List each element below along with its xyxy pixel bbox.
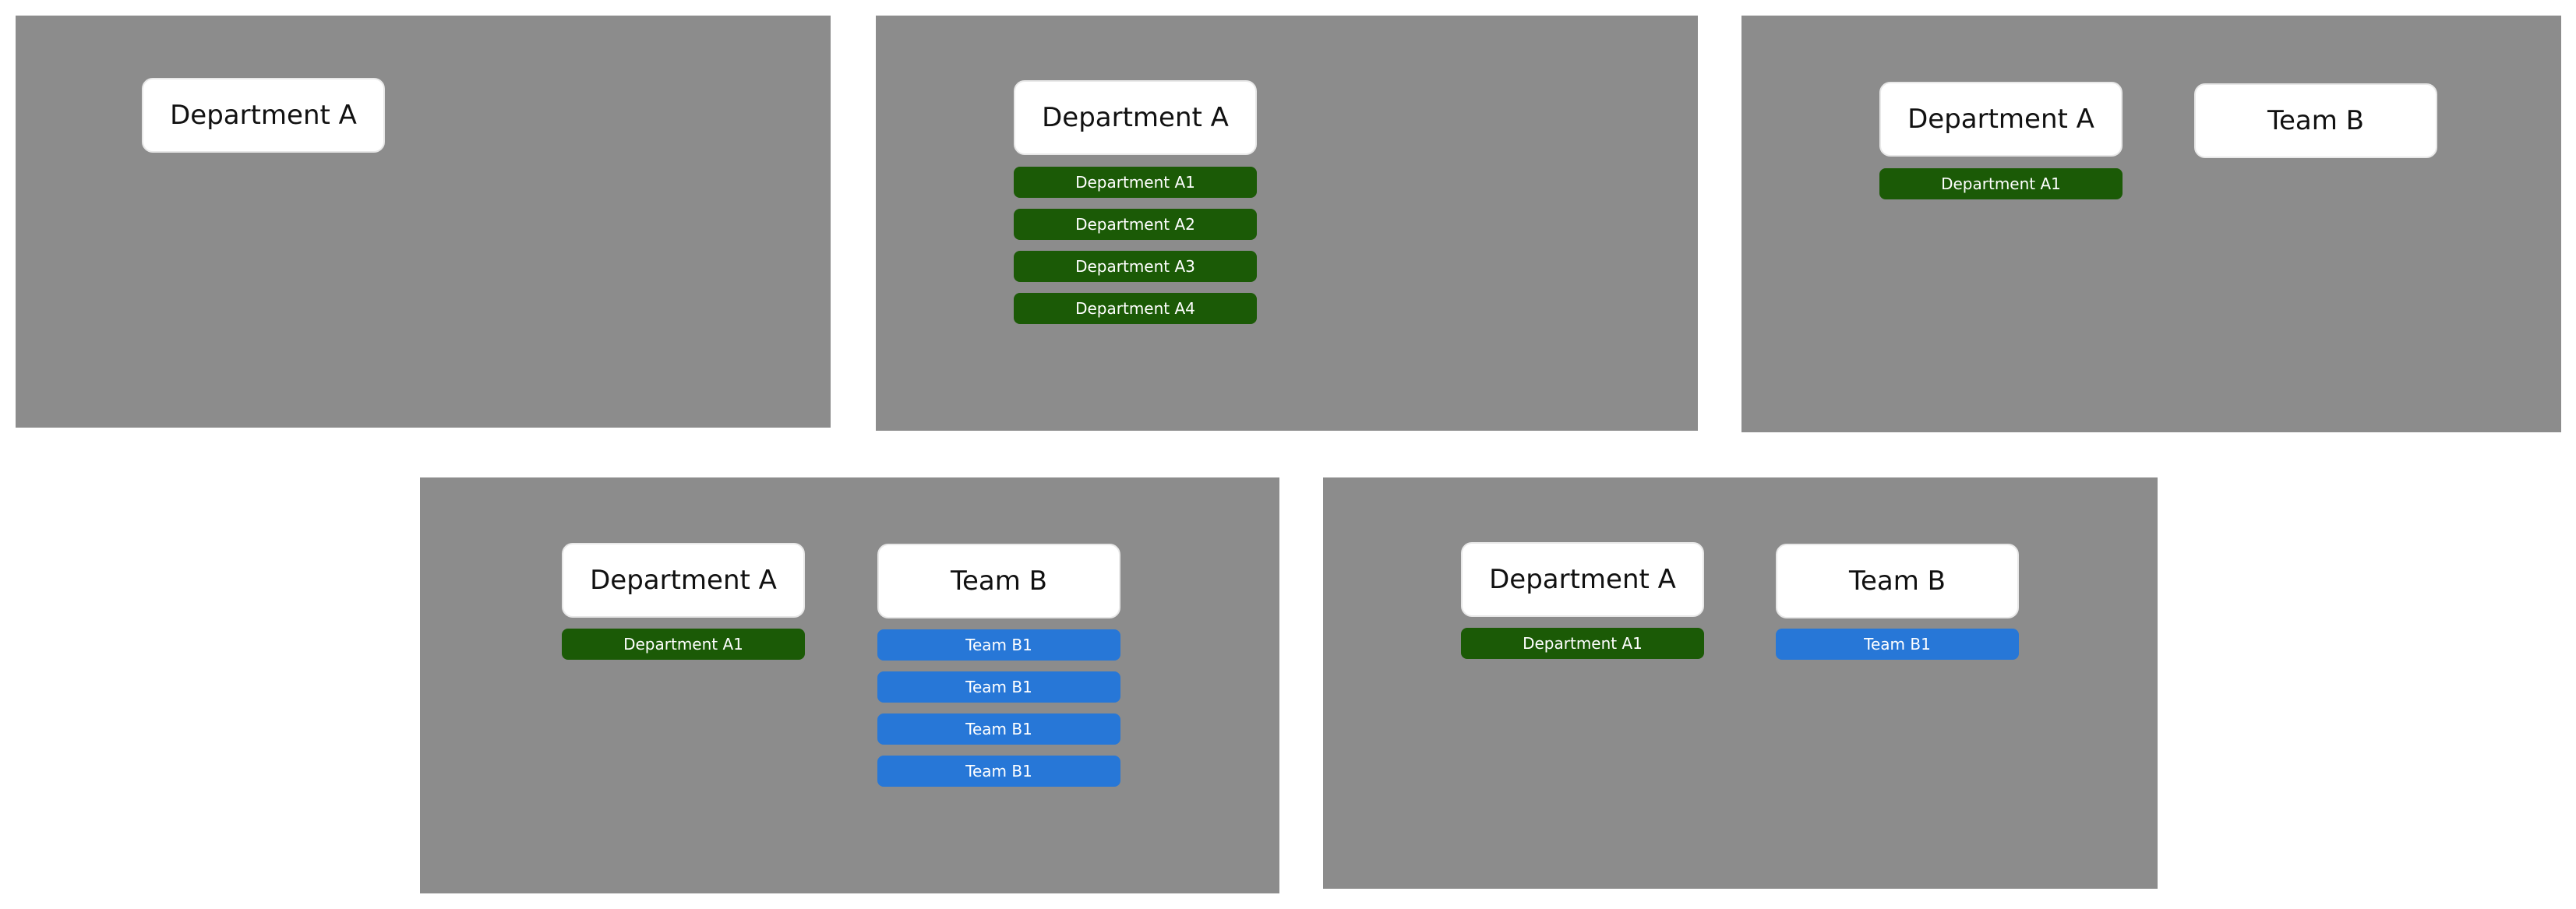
- department-a-card[interactable]: Department A: [1461, 542, 1704, 617]
- department-a4-item[interactable]: Department A4: [1014, 293, 1257, 324]
- department-a1-item[interactable]: Department A1: [562, 629, 805, 660]
- department-a3-item[interactable]: Department A3: [1014, 251, 1257, 282]
- team-b-card[interactable]: Team B: [2194, 83, 2437, 158]
- frame-5: Department A Department A1 Team B Team B…: [1323, 477, 2158, 889]
- team-b1-item[interactable]: Team B1: [877, 629, 1120, 661]
- team-b-card[interactable]: Team B: [1776, 544, 2019, 618]
- team-b-card[interactable]: Team B: [877, 544, 1120, 618]
- department-a-card[interactable]: Department A: [1014, 80, 1257, 155]
- team-b1-item[interactable]: Team B1: [877, 756, 1120, 787]
- frame-2: Department A Department A1 Department A2…: [876, 16, 1698, 431]
- frame-1: Department A: [16, 16, 831, 428]
- department-a1-item[interactable]: Department A1: [1879, 168, 2123, 199]
- frame-4: Department A Department A1 Team B Team B…: [420, 477, 1279, 893]
- department-a-card[interactable]: Department A: [562, 543, 805, 618]
- department-a1-item[interactable]: Department A1: [1461, 628, 1704, 659]
- department-a1-item[interactable]: Department A1: [1014, 167, 1257, 198]
- team-b1-item[interactable]: Team B1: [1776, 629, 2019, 660]
- department-a2-item[interactable]: Department A2: [1014, 209, 1257, 240]
- frame-3: Department A Department A1 Team B: [1741, 16, 2561, 432]
- team-b1-item[interactable]: Team B1: [877, 713, 1120, 745]
- department-a-card[interactable]: Department A: [142, 78, 385, 153]
- team-b1-item[interactable]: Team B1: [877, 671, 1120, 703]
- department-a-card[interactable]: Department A: [1879, 82, 2123, 157]
